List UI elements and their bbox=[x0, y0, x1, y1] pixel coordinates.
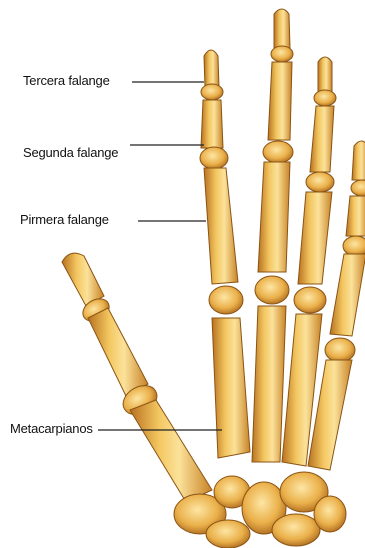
middle-metacarpal bbox=[252, 306, 286, 462]
index-finger bbox=[200, 50, 250, 458]
scaphoid-bone bbox=[206, 520, 250, 548]
ring-proximal-phalanx bbox=[298, 192, 332, 284]
ring-middle-phalanx bbox=[310, 106, 334, 172]
middle-mcp-joint bbox=[255, 276, 289, 304]
second-phalanx-label: Segunda falange bbox=[23, 145, 118, 160]
first-phalanx-label: Pirmera falange bbox=[20, 212, 109, 227]
triquetrum-bone bbox=[314, 496, 346, 532]
little-pip-joint bbox=[343, 236, 365, 256]
metacarpals-label: Metacarpianos bbox=[10, 421, 93, 436]
little-middle-phalanx bbox=[346, 196, 365, 236]
thumb-distal-phalanx bbox=[62, 253, 104, 306]
index-metacarpal bbox=[212, 318, 250, 458]
thumb-proximal-phalanx bbox=[88, 308, 148, 396]
little-mcp-joint bbox=[325, 338, 355, 362]
middle-pip-joint bbox=[263, 141, 293, 163]
thumb bbox=[62, 253, 212, 502]
index-mcp-joint bbox=[209, 286, 243, 314]
little-dip-joint bbox=[351, 180, 365, 196]
middle-dip-joint bbox=[271, 46, 293, 62]
index-middle-phalanx bbox=[201, 100, 223, 148]
ring-mcp-joint bbox=[294, 287, 326, 313]
index-pip-joint bbox=[200, 147, 228, 169]
index-proximal-phalanx bbox=[204, 168, 238, 284]
lunate-bone bbox=[272, 514, 320, 546]
middle-middle-phalanx bbox=[268, 62, 292, 140]
little-proximal-phalanx bbox=[330, 254, 365, 336]
index-dip-joint bbox=[201, 84, 223, 100]
ring-dip-joint bbox=[314, 90, 336, 106]
little-distal-phalanx bbox=[352, 141, 365, 180]
ring-pip-joint bbox=[306, 172, 334, 192]
thumb-metacarpal bbox=[130, 400, 212, 502]
middle-finger bbox=[252, 9, 293, 462]
middle-proximal-phalanx bbox=[258, 162, 290, 272]
third-phalanx-label: Tercera falange bbox=[23, 73, 110, 88]
